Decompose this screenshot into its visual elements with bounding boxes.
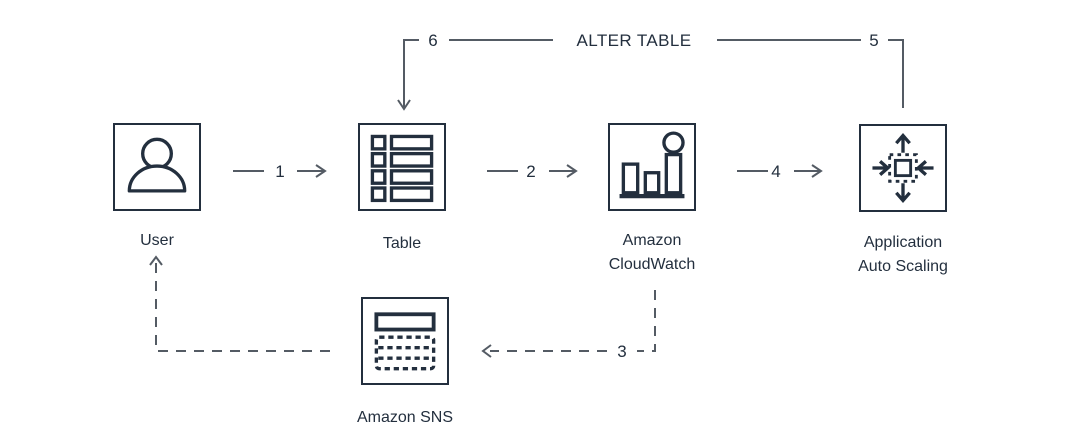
edge-label-6: 6 xyxy=(428,31,438,50)
cloudwatch-icon xyxy=(619,131,685,199)
node-autoscaling-label-line2: Auto Scaling xyxy=(858,258,948,275)
node-cloudwatch-label-line2: CloudWatch xyxy=(608,256,696,273)
node-cloudwatch-label: Amazon CloudWatch xyxy=(592,229,712,277)
edge-sns-user-arrowhead xyxy=(149,255,163,266)
node-cloudwatch-label-line1: Amazon xyxy=(622,232,682,249)
auto-scaling-icon xyxy=(872,133,934,203)
alter-table-annotation: ALTER TABLE xyxy=(576,31,692,50)
edge-label-2: 2 xyxy=(526,162,536,181)
node-user xyxy=(113,123,201,211)
edge-label-3: 3 xyxy=(617,342,627,361)
sns-icon xyxy=(374,312,436,371)
node-sns-label: Amazon SNS xyxy=(356,409,454,426)
edge-cloudwatch-sns-arrowhead xyxy=(481,344,492,358)
edge-label-5: 5 xyxy=(869,31,879,50)
edge-label-1: 1 xyxy=(275,162,285,181)
node-user-label: User xyxy=(140,232,174,249)
node-autoscaling-label-line1: Application xyxy=(863,234,943,251)
user-icon xyxy=(127,137,187,193)
edge-sns-user-line xyxy=(155,262,330,352)
table-icon xyxy=(370,134,434,203)
node-table-label: Table xyxy=(382,235,422,252)
node-autoscaling-label: Application Auto Scaling xyxy=(841,231,965,279)
node-sns xyxy=(361,297,449,385)
edge-alter-table-line xyxy=(397,39,553,111)
node-autoscaling xyxy=(859,124,947,212)
edge-label-4: 4 xyxy=(771,162,781,181)
node-cloudwatch xyxy=(608,123,696,211)
node-table xyxy=(358,123,446,211)
edge-cloudwatch-sns-line xyxy=(637,290,656,352)
